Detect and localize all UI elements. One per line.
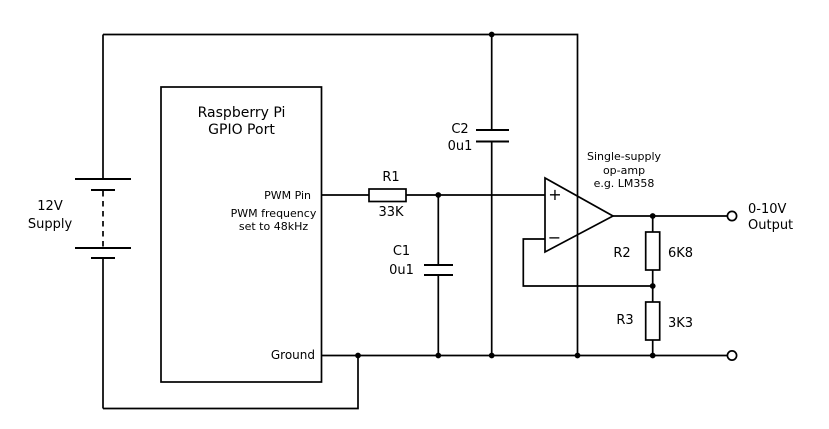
ground-pin-label-text: Ground: [270, 348, 315, 362]
r2-value-text: 6K8: [667, 246, 694, 261]
capacitor-c1-symbol: [424, 195, 453, 356]
r3-name-text: R3: [616, 313, 634, 328]
ground-return-wire: [103, 355, 359, 410]
supply-label-line1: 12V: [37, 199, 63, 214]
pwm-frequency-note: PWM frequency set to 48kHz: [212, 207, 335, 233]
junction-dot-c1-ground: [435, 352, 442, 359]
c1-label: C1 0u1: [371, 242, 432, 280]
junction-dot-c1-top: [435, 192, 442, 198]
r2-value-label: 6K8: [655, 247, 706, 260]
feedback-wire: [522, 238, 653, 287]
output-label: 0-10V Output: [748, 202, 823, 234]
supply-rail-wire: [103, 33, 579, 356]
junction-dot-output-node: [649, 213, 656, 219]
opamp-triangle: [544, 176, 615, 254]
opamp-note-line1: Single-supply: [586, 150, 662, 163]
r3-value-text: 3K3: [667, 316, 694, 331]
r2-name-label: R2: [602, 247, 642, 260]
junction-dot-feedback-node: [649, 283, 656, 289]
resistor-r1-body: [368, 188, 407, 203]
pwm-note-line2: set to 48kHz: [238, 220, 309, 233]
junction-dot-ground-return: [355, 352, 361, 359]
junction-dot-c2-ground: [488, 352, 495, 359]
output-label-line1: 0-10V: [748, 202, 787, 217]
pwm-pin-label-text: PWM Pin: [264, 189, 311, 202]
r1-value-text: 33K: [378, 205, 404, 220]
c1-name-text: C1: [392, 244, 411, 259]
rpi-box-outline: [160, 86, 323, 383]
ground-pin-label: Ground: [235, 349, 315, 362]
c1-value-text: 0u1: [389, 263, 414, 278]
ground-terminal-circle: [726, 350, 738, 361]
c2-value-text: 0u1: [447, 139, 473, 154]
opamp-note-line3: e.g. LM358: [593, 177, 655, 190]
rpi-box-title: Raspberry Pi GPIO Port: [161, 105, 322, 139]
opamp-note-line2: op-amp: [602, 163, 646, 177]
output-label-line2: Output: [748, 218, 794, 233]
capacitor-c2-symbol: [476, 34, 509, 356]
supply-label: 12V Supply: [10, 198, 90, 234]
battery-symbol: [75, 34, 131, 409]
output-terminal-circle: [726, 210, 738, 222]
supply-label-line2: Supply: [27, 217, 73, 232]
r2-name-text: R2: [613, 246, 631, 261]
r1-name-text: R1: [382, 170, 400, 185]
r1-value-label: 33K: [361, 206, 421, 219]
junction-dots: [355, 31, 656, 359]
rpi-title-line1: Raspberry Pi: [197, 105, 286, 121]
r3-name-label: R3: [605, 314, 645, 327]
pwm-pin-label: PWM Pin: [230, 189, 311, 202]
opamp-note: Single-supply op-amp e.g. LM358: [569, 150, 679, 191]
c2-name-text: C2: [451, 122, 469, 137]
opamp-plus-input-sign: +: [548, 185, 562, 204]
opamp-minus-input-sign: −: [547, 228, 562, 247]
rpi-title-line2: GPIO Port: [208, 122, 275, 138]
r3-value-label: 3K3: [655, 317, 706, 330]
r1-name-label: R1: [361, 171, 421, 184]
pwm-note-line1: PWM frequency: [230, 207, 317, 220]
junction-dot-r3-ground: [649, 352, 656, 359]
junction-dot-opamp-ground: [574, 352, 581, 359]
junction-dot-top-rail: [488, 31, 495, 38]
c2-label: C2 0u1: [430, 121, 490, 155]
